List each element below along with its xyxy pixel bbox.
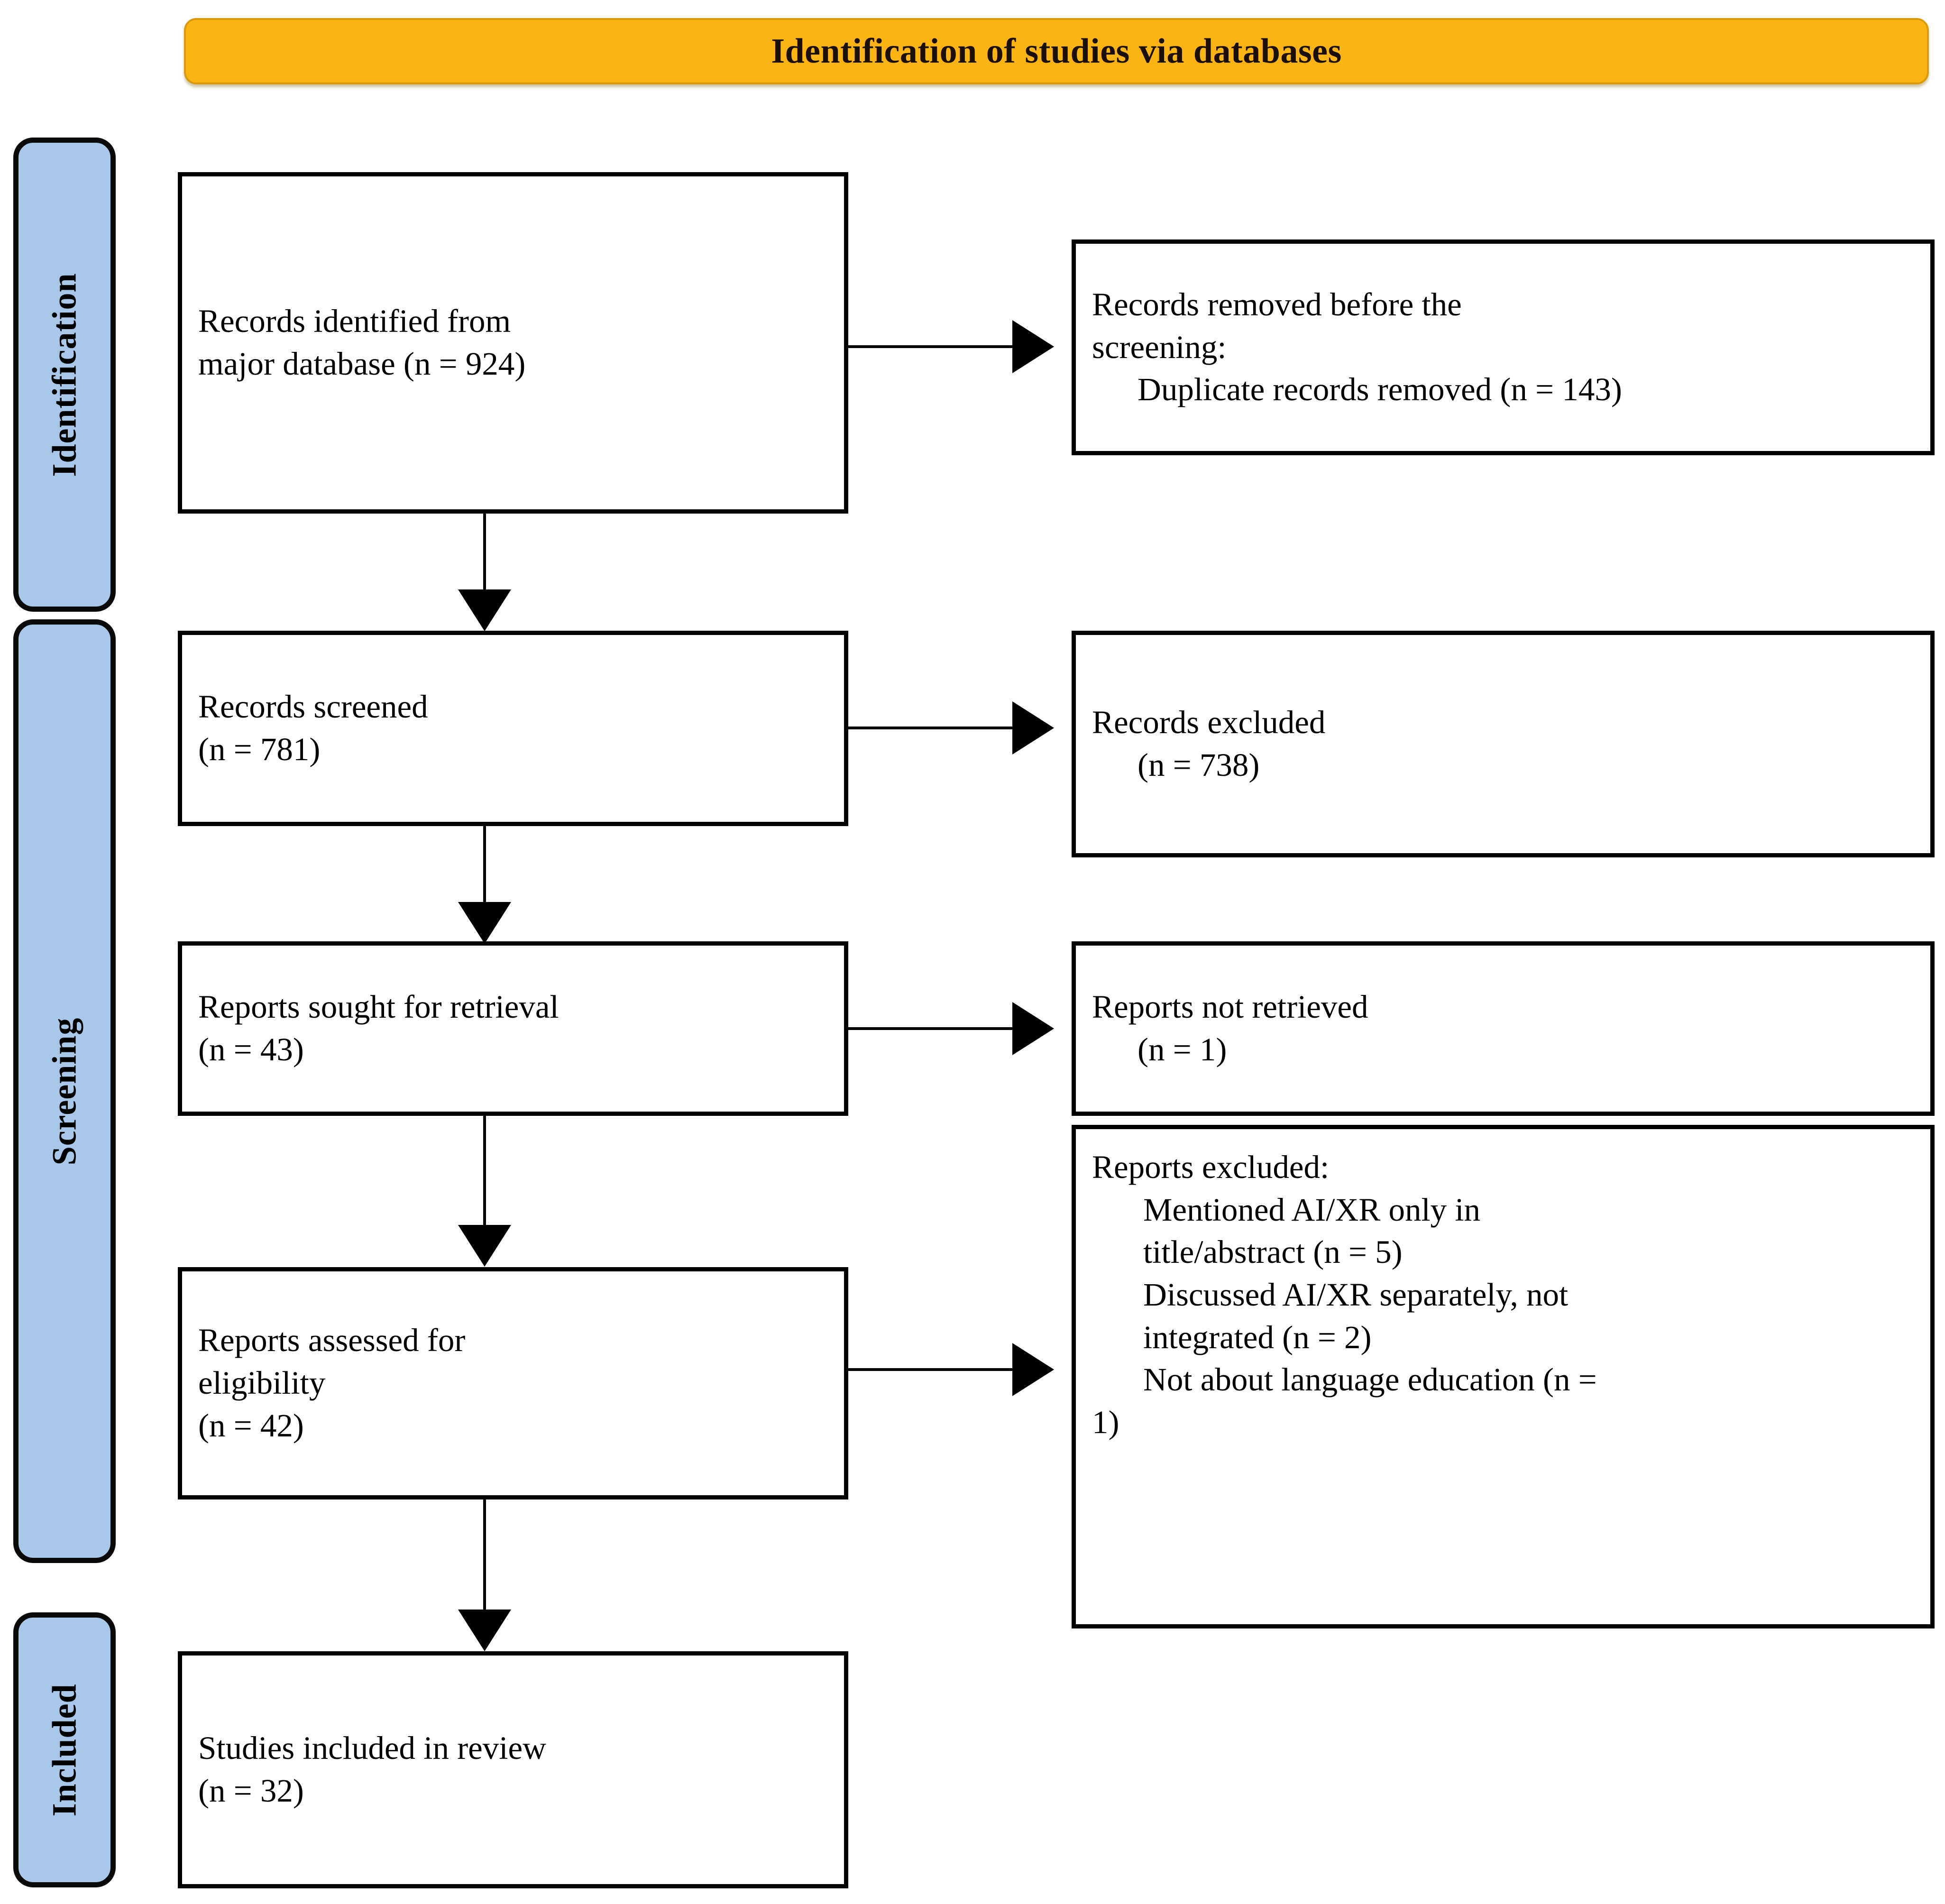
stage-label-included: Included [45, 1683, 83, 1817]
box-line: integrated (n = 2) [1143, 1319, 1372, 1355]
arrow-down-icon [458, 1225, 511, 1267]
box-line: Mentioned AI/XR only in [1143, 1191, 1481, 1228]
box-line: major database (n = 924) [198, 346, 526, 382]
stage-bar-identification: Identification [13, 138, 116, 612]
box-line: (n = 738) [1138, 747, 1260, 783]
box-line: Reports sought for retrieval [198, 989, 559, 1025]
connector-line-assessed-to-included [483, 1499, 486, 1610]
box-line: (n = 781) [198, 731, 321, 767]
box-line: Studies included in review [198, 1730, 546, 1766]
box-line: Discussed AI/XR separately, not [1143, 1277, 1569, 1313]
box-line: Reports assessed for [198, 1322, 466, 1359]
box-line: 1) [1092, 1404, 1119, 1441]
box-line: (n = 32) [198, 1773, 304, 1809]
box-line: Records screened [198, 689, 428, 725]
connector-line-identified-to-screened [483, 514, 486, 589]
box-reports-excluded: Reports excluded: Mentioned AI/XR only i… [1072, 1125, 1935, 1628]
stage-label-identification: Identification [45, 272, 83, 477]
box-line: (n = 43) [198, 1031, 304, 1067]
connector-line-assessed-to-reports-excluded [848, 1368, 1037, 1371]
arrow-right-icon [1012, 1343, 1054, 1396]
stage-bar-included: Included [13, 1612, 116, 1887]
box-line: Records removed before the [1092, 286, 1462, 322]
box-line: title/abstract (n = 5) [1143, 1234, 1403, 1270]
arrow-down-icon [458, 1610, 511, 1651]
box-reports-sought: Reports sought for retrieval (n = 43) [178, 941, 848, 1116]
box-line: (n = 1) [1138, 1031, 1227, 1067]
box-line: Not about language education (n = [1143, 1361, 1597, 1398]
box-line: (n = 42) [198, 1407, 304, 1444]
box-records-removed: Records removed before the screening: Du… [1072, 239, 1935, 455]
box-reports-assessed: Reports assessed for eligibility (n = 42… [178, 1267, 848, 1499]
arrow-right-icon [1012, 1002, 1054, 1055]
arrow-right-icon [1012, 701, 1054, 754]
box-line: Records excluded [1092, 704, 1326, 741]
box-records-screened: Records screened (n = 781) [178, 631, 848, 826]
box-records-identified: Records identified from major database (… [178, 172, 848, 514]
connector-line-screened-to-sought [483, 826, 486, 902]
connector-line-sought-to-assessed [483, 1116, 486, 1225]
box-studies-included: Studies included in review (n = 32) [178, 1651, 848, 1888]
arrow-down-icon [458, 589, 511, 631]
connector-line-sought-to-not-retrieved [848, 1027, 1037, 1030]
stage-bar-screening: Screening [13, 619, 116, 1563]
box-records-excluded: Records excluded (n = 738) [1072, 631, 1935, 857]
arrow-right-icon [1012, 320, 1054, 373]
stage-label-screening: Screening [45, 1017, 83, 1165]
box-line: Reports excluded: [1092, 1149, 1330, 1185]
page-title: Identification of studies via databases [771, 31, 1342, 71]
box-line: Duplicate records removed (n = 143) [1138, 371, 1622, 408]
box-line: screening: [1092, 329, 1227, 365]
connector-line-screened-to-excluded [848, 727, 1037, 729]
diagram-header-banner: Identification of studies via databases [184, 18, 1929, 84]
box-line: Reports not retrieved [1092, 989, 1368, 1025]
arrow-down-icon [458, 902, 511, 944]
box-reports-not-retrieved: Reports not retrieved (n = 1) [1072, 941, 1935, 1116]
box-line: Records identified from [198, 303, 511, 340]
box-line: eligibility [198, 1365, 326, 1401]
connector-line-identified-to-removed [848, 345, 1037, 348]
